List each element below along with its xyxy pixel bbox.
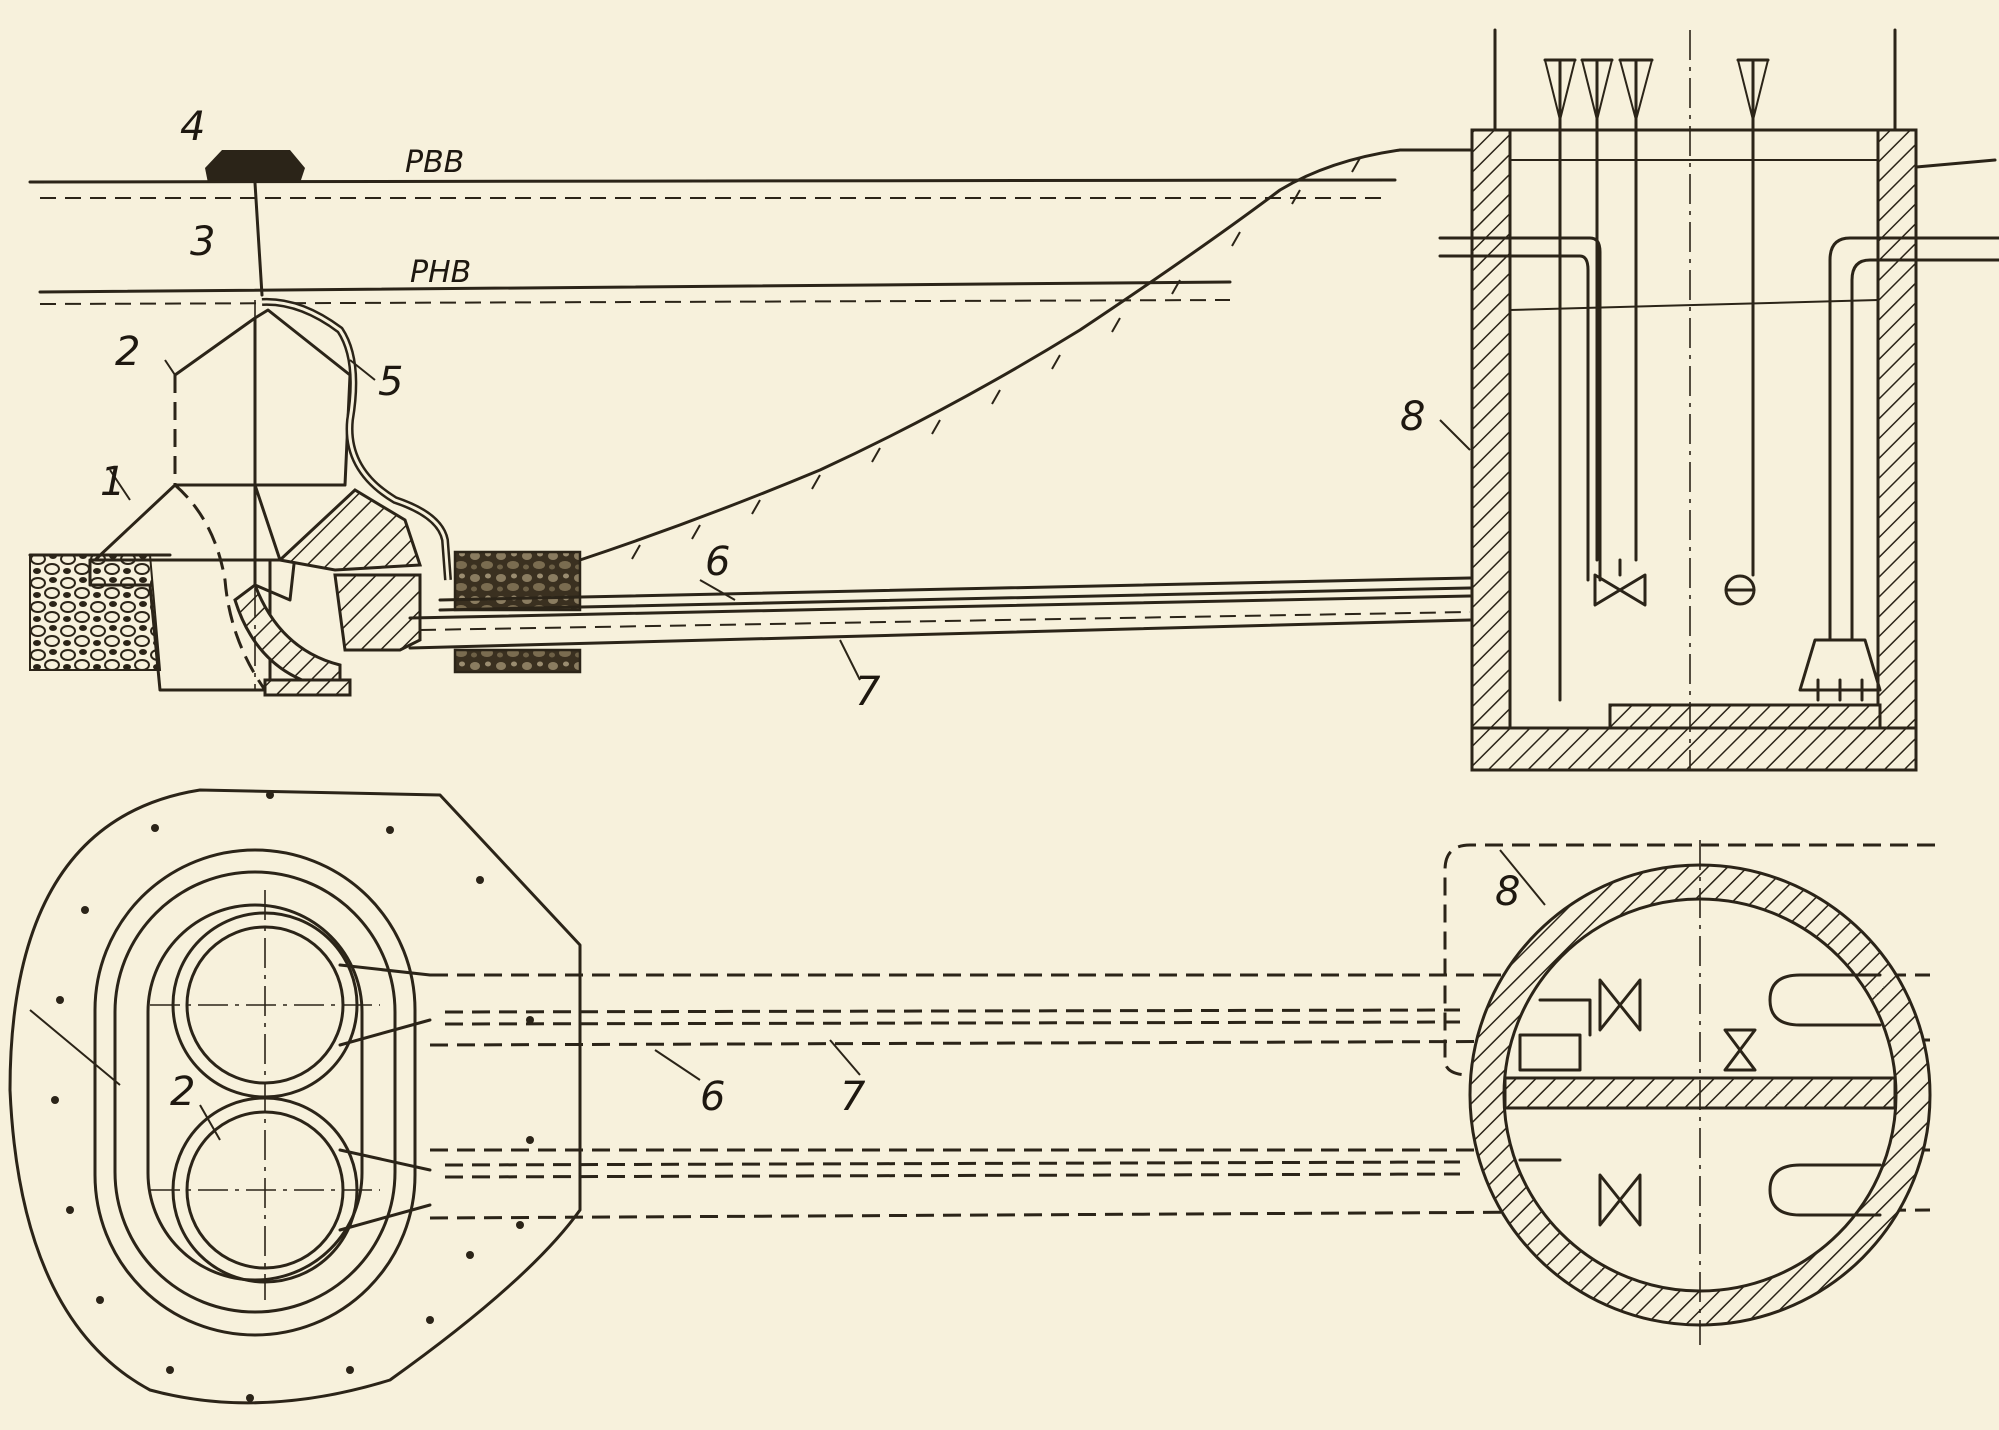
head-crib-lower [333,573,422,652]
head-body [253,483,297,602]
label-rnv: РНВ [410,255,471,290]
plan-oval-outer [93,848,417,1337]
head-structure-base [88,558,272,692]
leader-lines-section [109,359,1471,681]
leader-lines-plan [29,849,1546,1141]
high-water-level [28,158,1997,199]
plan-view [8,788,1935,1405]
river-bed [29,554,162,671]
plan-shore-well [1443,840,1935,1345]
section-view [28,28,1999,772]
label-8-plan: 8 [1495,869,1520,915]
plan-slab [8,788,582,1405]
low-water-level [38,280,1232,305]
label-7: 7 [855,669,881,715]
head-dashed-outline [173,375,267,691]
gravel-fill [453,550,582,612]
slab-aggregate [51,791,534,1402]
pipe-7 [408,594,1472,650]
label-3: 3 [190,219,215,265]
head-curved-hatch [233,582,342,692]
buoy [205,150,305,183]
gravel-under [453,648,582,674]
shore-well [1438,28,1999,772]
label-2: 2 [115,329,140,375]
bank-slope-ticks [631,157,1361,560]
pipe-6 [438,576,1472,612]
plan-oval-inner [113,870,397,1314]
label-2-plan: 2 [170,1069,195,1115]
head-crib-right [276,488,423,572]
label-8: 8 [1400,394,1425,440]
label-1: 1 [100,459,125,505]
label-rvv: РВВ [405,145,464,180]
buoy-cable [253,181,264,297]
label-6-plan: 6 [700,1074,725,1120]
bank-slope [578,148,1482,562]
head-bottom-hatch [263,678,352,697]
intake-cap [173,308,352,487]
label-7-plan: 7 [840,1074,866,1120]
label-6: 6 [705,539,730,585]
label-4: 4 [180,104,205,150]
label-5: 5 [378,359,403,405]
